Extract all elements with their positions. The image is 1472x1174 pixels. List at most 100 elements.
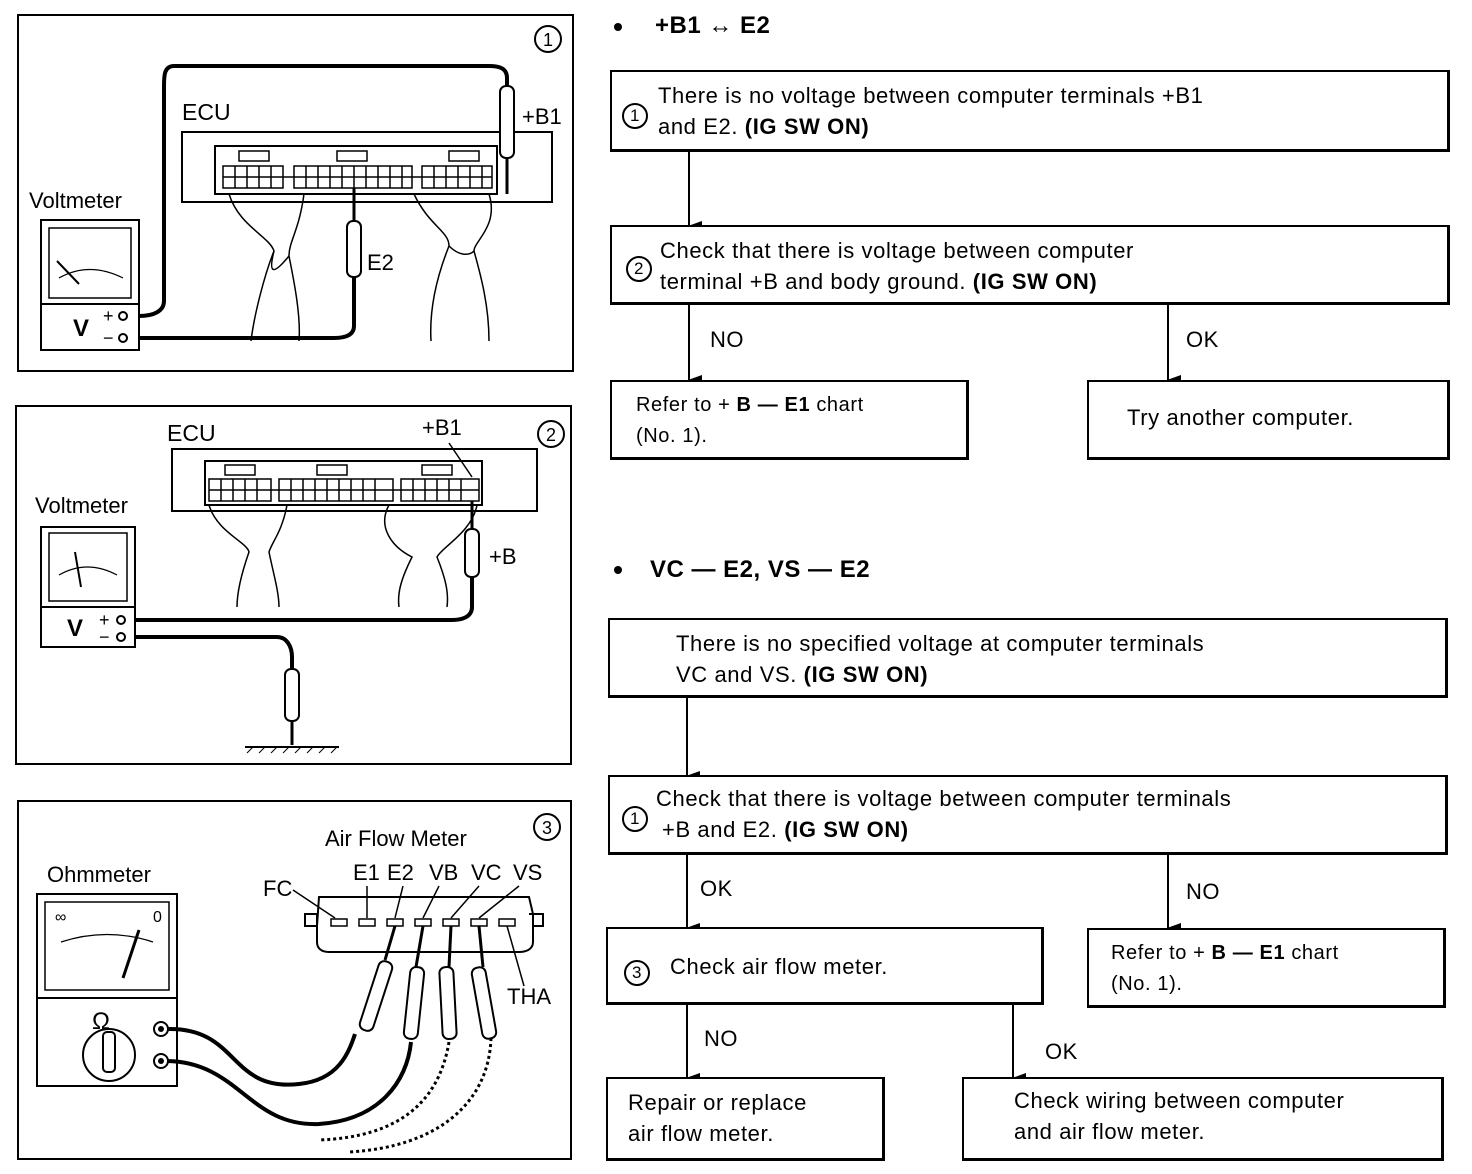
fc-label: FC [263, 876, 292, 901]
flow1-heading: +B1 ↔ E2 [655, 12, 771, 39]
step-text: There is no specified voltage at compute… [676, 631, 1205, 656]
bullet [614, 23, 622, 31]
flow1-result-no: Refer to + B — E1 chart (No. 1). [610, 380, 969, 460]
step-condition: (IG SW ON) [744, 114, 870, 139]
diagram-panel-2: 2 ECU +B1 +B [15, 405, 572, 765]
infinity-mark: ∞ [55, 909, 66, 926]
e1-label: E1 [353, 860, 380, 885]
voltmeter-v: V [73, 315, 89, 342]
voltmeter-label: Voltmeter [29, 188, 122, 213]
flow1-ok-label: OK [1186, 327, 1219, 352]
result-text: Refer to + [636, 394, 737, 416]
ohmmeter-label: Ohmmeter [47, 862, 151, 887]
ecu-body [181, 131, 553, 203]
wire-negative [125, 635, 294, 669]
step-condition: (IG SW ON) [784, 817, 909, 842]
plus-sign: + [99, 610, 110, 630]
wire-negative [127, 277, 356, 340]
step-number: 2 [626, 256, 652, 282]
flow2-step3: 3 Check air flow meter. [606, 927, 1044, 1005]
panel-number: 1 [543, 30, 553, 50]
ecu-body [171, 448, 538, 512]
test-probes [358, 960, 498, 1041]
flow1-no-label: NO [710, 327, 744, 352]
wire-harness [208, 504, 478, 608]
b1-label: +B1 [422, 415, 462, 440]
panel-number: 2 [546, 425, 556, 445]
wire-harness [228, 193, 492, 342]
lead-wire-1 [166, 1026, 357, 1087]
step-text: Check air flow meter. [670, 954, 889, 979]
e2-label: E2 [387, 860, 414, 885]
flow2-step1: 1 Check that there is voltage between co… [608, 775, 1448, 855]
result-text: B — E1 [736, 394, 811, 416]
flow2-result-repair: Repair or replace air flow meter. [606, 1077, 885, 1161]
flow1-result-ok: Try another computer. [1087, 380, 1450, 460]
minus-sign: − [99, 627, 110, 647]
b1-label: +B1 [522, 104, 562, 129]
result-text: (No. 1). [636, 425, 708, 447]
connector-pins [222, 150, 493, 189]
minus-sign: − [103, 328, 114, 348]
result-text: Refer to + [1111, 942, 1212, 964]
step-text: and E2. [658, 114, 745, 139]
result-text: B — E1 [1211, 942, 1286, 964]
result-text: chart [1285, 942, 1339, 964]
step-text: Check that there is voltage between comp… [656, 786, 1232, 811]
flow2-ok2-label: OK [1045, 1039, 1078, 1064]
panel-3-drawing: 3 Air Flow Meter Ohmmeter ∞ 0 Ω FC E1 E2… [36, 813, 561, 1154]
flow2-result-no: Refer to + B — E1 chart (No. 1). [1087, 928, 1446, 1008]
voltmeter-v: V [67, 615, 83, 642]
wire-positive [127, 64, 509, 318]
e2-label: E2 [367, 250, 394, 275]
result-text: (No. 1). [1111, 973, 1183, 995]
step-number: 3 [624, 960, 650, 986]
flow2-step-start: There is no specified voltage at compute… [608, 618, 1448, 698]
panel-number: 3 [542, 818, 552, 838]
vc-label: VC [471, 860, 502, 885]
panel-1-drawing: 1 ECU +B1 E2 Vo [29, 25, 562, 351]
flow2-ok-label: OK [700, 876, 733, 901]
flow1-step1: 1 There is no voltage between computer t… [610, 70, 1450, 152]
voltmeter [40, 219, 140, 351]
range-knob [82, 1028, 136, 1082]
lead-wire-2 [166, 1041, 413, 1127]
step-condition: (IG SW ON) [972, 269, 1098, 294]
result-text: chart [810, 394, 864, 416]
vs-label: VS [513, 860, 542, 885]
tha-label: THA [507, 984, 551, 1009]
step-condition: (IG SW ON) [803, 662, 929, 687]
ecu-label: ECU [167, 420, 216, 446]
flow2-no-label: NO [1186, 879, 1220, 904]
result-text: Repair or replace [628, 1090, 807, 1115]
wire-positive [125, 577, 474, 622]
voltmeter [40, 526, 136, 648]
diagram-panel-1: 1 ECU +B1 E2 Vo [17, 14, 574, 372]
step-text: terminal +B and body ground. [660, 269, 973, 294]
vb-label: VB [429, 860, 458, 885]
connector-pins [208, 464, 480, 502]
result-text: and air flow meter. [1014, 1119, 1206, 1144]
step-text: Check that there is voltage between comp… [660, 238, 1134, 263]
step-text: VC and VS. [676, 662, 804, 687]
step-number: 1 [622, 103, 648, 129]
zero-mark: 0 [153, 909, 162, 926]
flow2-result-wiring: Check wiring between computer and air fl… [962, 1077, 1444, 1161]
step-number: 1 [622, 806, 648, 832]
flow2-no2-label: NO [704, 1026, 738, 1051]
bullet [614, 566, 622, 574]
flow1-step2: 2 Check that there is voltage between co… [610, 225, 1450, 305]
diagram-panel-3: 3 Air Flow Meter Ohmmeter ∞ 0 Ω FC E1 E2… [17, 800, 572, 1160]
air-flow-meter-label: Air Flow Meter [325, 826, 467, 851]
ecu-label: ECU [182, 99, 231, 125]
step-text: There is no voltage between computer ter… [658, 83, 1204, 108]
plus-sign: + [103, 306, 114, 326]
step-text: +B and E2. [662, 817, 785, 842]
result-text: Check wiring between computer [1014, 1088, 1345, 1113]
result-text: air flow meter. [628, 1121, 774, 1146]
ecu-connector [214, 145, 498, 195]
flow2-heading: VC — E2, VS — E2 [650, 556, 871, 583]
result-text: Try another computer. [1127, 405, 1354, 430]
panel-2-drawing: 2 ECU +B1 +B [35, 415, 565, 754]
